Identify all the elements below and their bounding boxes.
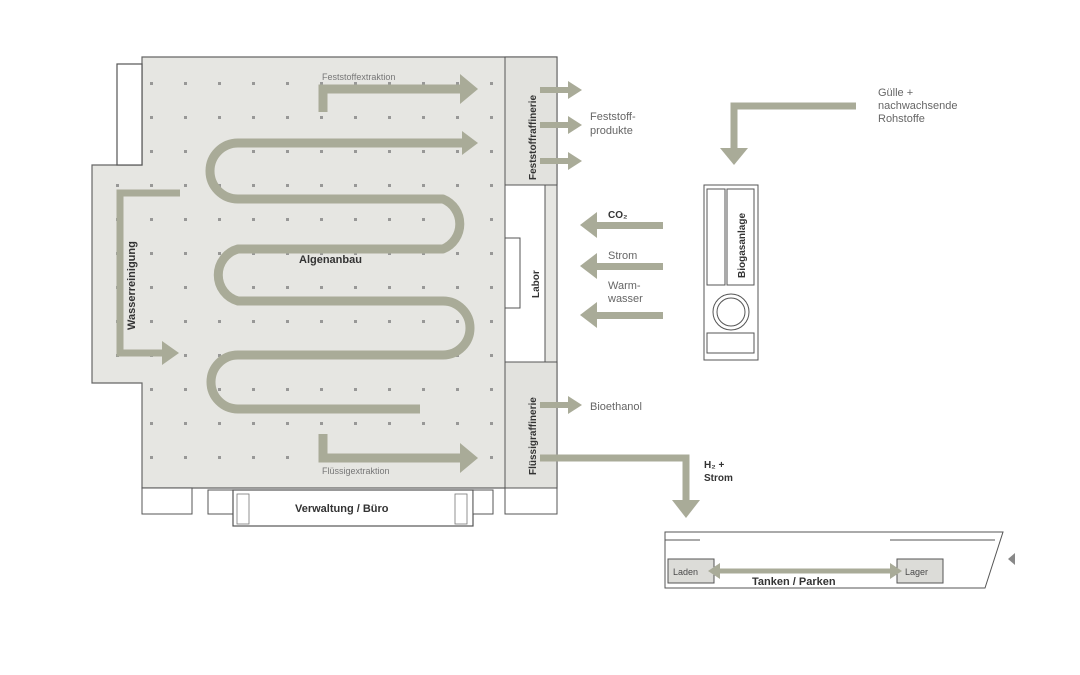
tanken-parken-label: Tanken / Parken: [752, 576, 836, 588]
warmwasser-label-line1: Warm-: [608, 280, 641, 292]
warmwasser-label-line2: wasser: [607, 293, 643, 305]
feststoffprodukte-label-line2: produkte: [590, 125, 633, 137]
h2-strom-arrow: [672, 500, 700, 518]
h2-strom-label-line1: H₂ +: [704, 460, 724, 471]
fluessigraffinerie-room: [504, 361, 558, 489]
feststoffprodukte-label-line1: Feststoff-: [590, 111, 636, 123]
biogasanlage-label: Biogasanlage: [737, 213, 748, 278]
laden-room: [667, 558, 715, 584]
wasserreinigung-arrow: [162, 341, 179, 365]
bioethanol-label: Bioethanol: [590, 401, 642, 413]
co2-label: CO₂: [608, 210, 627, 221]
laden-label: Laden: [673, 567, 698, 577]
feststoff-output-arrows: [540, 81, 582, 170]
wasserreinigung-label: Wasserreinigung: [126, 241, 138, 330]
algae-serpentine-flow: [205, 138, 475, 414]
stair-tower: [116, 63, 143, 166]
bioethanol-arrow: [540, 396, 582, 414]
verwaltung-label: Verwaltung / Büro: [295, 503, 389, 515]
strom-label: Strom: [608, 250, 637, 262]
lager-room: [896, 558, 944, 584]
labor-label: Labor: [531, 270, 542, 298]
guelle-arrow: [720, 148, 748, 165]
fluessigextraktion-label: Flüssigextraktion: [322, 466, 390, 476]
labor-room: [504, 184, 546, 363]
guelle-label-line1: Gülle +: [878, 87, 913, 99]
h2-strom-label-line2: Strom: [704, 473, 733, 484]
feststoffextraktion-label: Feststoffextraktion: [322, 72, 395, 82]
lager-label: Lager: [905, 567, 928, 577]
input-arrows: [580, 212, 663, 328]
biogasanlage-building: [703, 184, 759, 361]
fluessigextraktion-arrow: [460, 443, 478, 473]
verwaltung-room: [232, 489, 474, 527]
guelle-label-line2: nachwachsende: [878, 100, 958, 112]
fluessigraffinerie-label: Flüssigraffinerie: [528, 397, 539, 475]
feststoffraffinerie-label: Feststoffraffinerie: [528, 95, 539, 180]
feststoffextraktion-arrow: [460, 74, 478, 104]
algenanbau-label: Algenanbau: [299, 254, 362, 266]
guelle-label-line3: Rohstoffe: [878, 113, 925, 125]
